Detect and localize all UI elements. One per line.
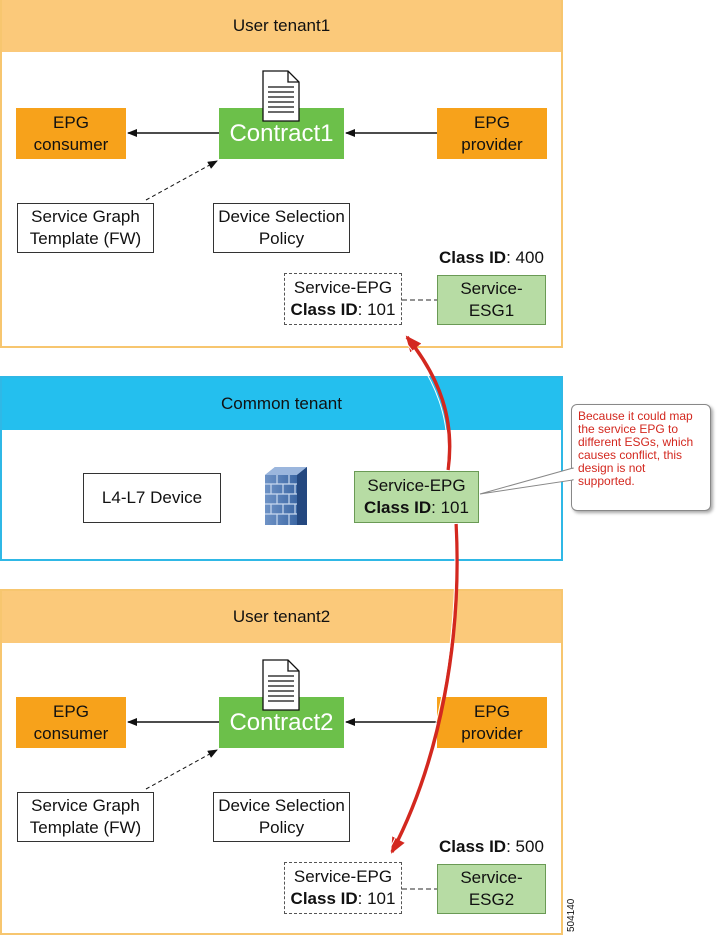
tenant1-service-epg[interactable]: Service-EPG Class ID: 101 bbox=[284, 273, 402, 325]
tenant2-epg-consumer[interactable]: EPG consumer bbox=[16, 697, 126, 748]
conflict-arrow-to-tenant2 bbox=[390, 523, 459, 854]
tenant2-service-graph-template[interactable]: Service Graph Template (FW) bbox=[17, 792, 154, 842]
user-tenant1-panel: User tenant1 bbox=[0, 0, 563, 348]
tenant1-device-selection-policy[interactable]: Device Selection Policy bbox=[213, 203, 350, 253]
user-tenant1-title: User tenant1 bbox=[2, 0, 561, 52]
tenant1-service-graph-template[interactable]: Service Graph Template (FW) bbox=[17, 203, 154, 253]
callout-pointer bbox=[479, 467, 574, 495]
tenant2-service-epg[interactable]: Service-EPG Class ID: 101 bbox=[284, 862, 402, 914]
tenant1-service-esg[interactable]: Service- ESG1 bbox=[437, 275, 546, 325]
tenant2-service-esg[interactable]: Service- ESG2 bbox=[437, 864, 546, 914]
user-tenant2-title: User tenant2 bbox=[2, 591, 561, 643]
document-icon bbox=[262, 70, 300, 122]
common-service-epg[interactable]: Service-EPG Class ID: 101 bbox=[354, 471, 479, 523]
conflict-arrow-to-tenant1 bbox=[405, 335, 452, 471]
tenant2-esg-class-id: Class ID: 500 bbox=[439, 837, 544, 856]
tenant1-epg-consumer[interactable]: EPG consumer bbox=[16, 108, 126, 159]
conflict-callout: Because it could map the service EPG to … bbox=[571, 404, 711, 511]
firewall-icon bbox=[265, 467, 307, 525]
tenant1-graph-to-contract-arrow bbox=[145, 160, 218, 201]
tenant2-contract[interactable]: Contract2 bbox=[219, 697, 344, 748]
l4-l7-device[interactable]: L4-L7 Device bbox=[83, 473, 221, 523]
tenant2-epg-provider[interactable]: EPG provider bbox=[437, 697, 547, 748]
tenant1-esg-class-id: Class ID: 400 bbox=[439, 248, 544, 267]
tenant1-epg-provider[interactable]: EPG provider bbox=[437, 108, 547, 159]
tenant2-graph-to-contract-arrow bbox=[145, 749, 218, 790]
common-tenant-title: Common tenant bbox=[2, 378, 561, 430]
document-icon bbox=[262, 659, 300, 711]
tenant2-device-selection-policy[interactable]: Device Selection Policy bbox=[213, 792, 350, 842]
